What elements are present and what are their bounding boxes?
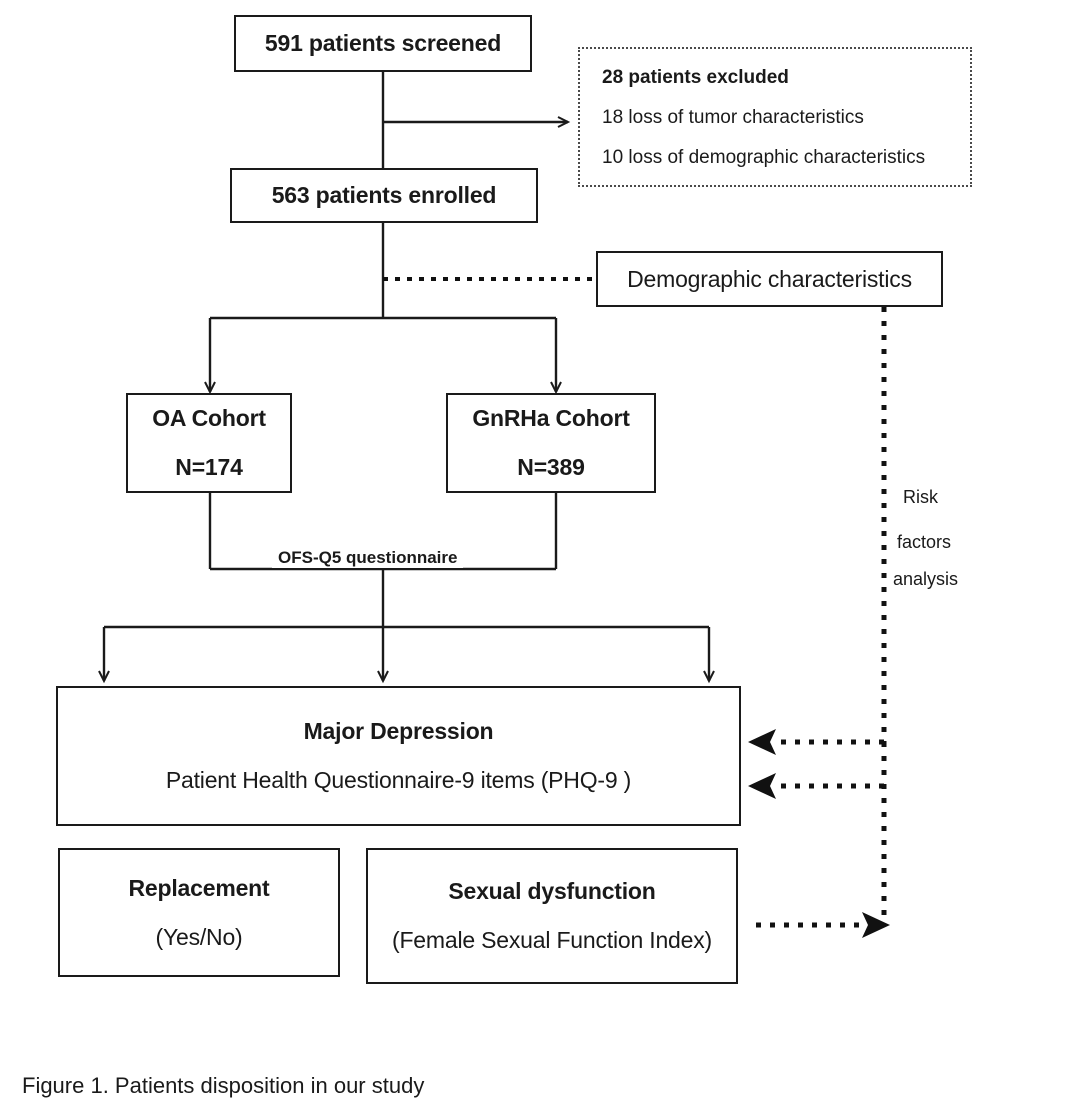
- risk-analysis-line-3: analysis: [893, 569, 959, 589]
- edge-label-questionnaire: OFS-Q5 questionnaire: [272, 548, 464, 568]
- node-screened: 591 patients screened: [234, 15, 532, 72]
- edge-cohorts-merge: [208, 493, 558, 627]
- node-screened-label: 591 patients screened: [264, 30, 502, 57]
- node-gnrha-cohort-title: GnRHa Cohort: [472, 405, 630, 432]
- node-oa-cohort: OA Cohort N=174: [126, 393, 292, 493]
- node-replacement: Replacement (Yes/No): [58, 848, 340, 977]
- edge-risk-to-depression-2: [748, 773, 884, 799]
- node-excluded-heading: 28 patients excluded: [602, 66, 789, 88]
- risk-analysis-line-1: Risk: [903, 487, 938, 507]
- node-major-depression-subtitle: Patient Health Questionnaire-9 items (PH…: [165, 767, 632, 793]
- node-gnrha-cohort: GnRHa Cohort N=389: [446, 393, 656, 493]
- node-excluded-item-0: 18 loss of tumor characteristics: [602, 106, 864, 128]
- edge-enrolled-to-cohorts: [204, 223, 562, 395]
- node-excluded-item-1: 10 loss of demographic characteristics: [602, 146, 926, 168]
- node-demographics: Demographic characteristics: [596, 251, 943, 307]
- node-demographics-label: Demographic characteristics: [627, 265, 912, 292]
- node-sexual-dysfunction: Sexual dysfunction (Female Sexual Functi…: [366, 848, 738, 984]
- edge-sexual-to-risk: [756, 912, 890, 938]
- node-replacement-subtitle: (Yes/No): [155, 923, 243, 950]
- node-oa-cohort-title: OA Cohort: [152, 405, 266, 432]
- node-gnrha-cohort-count: N=389: [517, 454, 585, 480]
- node-enrolled: 563 patients enrolled: [230, 168, 538, 223]
- node-replacement-title: Replacement: [128, 874, 270, 901]
- risk-analysis-line-2: factors: [897, 532, 952, 552]
- node-enrolled-label: 563 patients enrolled: [271, 182, 497, 209]
- node-sexual-dysfunction-title: Sexual dysfunction: [448, 878, 656, 905]
- figure-caption: Figure 1. Patients disposition in our st…: [22, 1073, 425, 1098]
- node-excluded: 28 patients excluded 18 loss of tumor ch…: [578, 47, 972, 187]
- edge-risk-to-depression-1: [748, 729, 884, 755]
- node-oa-cohort-count: N=174: [175, 454, 243, 480]
- node-sexual-dysfunction-subtitle: (Female Sexual Function Index): [392, 927, 712, 953]
- node-major-depression-title: Major Depression: [303, 718, 494, 745]
- edge-fan-to-depression: [98, 625, 715, 684]
- node-major-depression: Major Depression Patient Health Question…: [56, 686, 741, 826]
